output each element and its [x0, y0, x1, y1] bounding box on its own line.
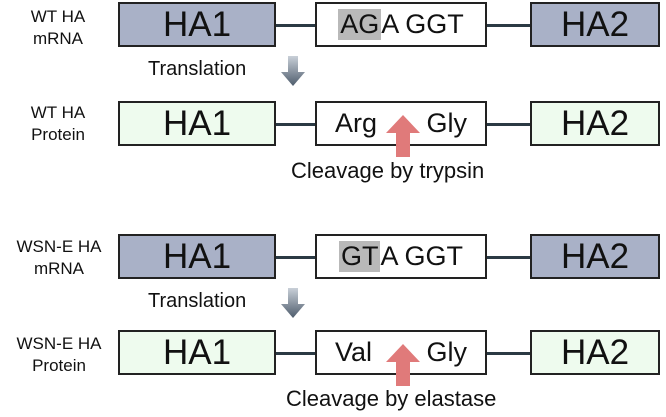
wsne-cleavage-caption: Cleavage by elastase — [286, 386, 497, 411]
wt-cleavage-arrow-icon — [386, 115, 420, 157]
wsne-protein-ha1-box: HA1 — [118, 330, 276, 375]
wt-mrna-ha2-box: HA2 — [530, 2, 660, 47]
wsne-mrna-ha2-box: HA2 — [530, 234, 660, 279]
wsne-codon-rest: A GGT — [380, 241, 464, 271]
wt-protein-ha1-box: HA1 — [118, 101, 276, 146]
wt-mrna-label-line1: WT HA — [30, 7, 86, 26]
wt-mrna-ha2-text: HA2 — [560, 4, 630, 44]
wt-translation-label: Translation — [148, 58, 247, 80]
wsne-translation-label: Translation — [148, 290, 247, 312]
wsne-protein-ha2-text: HA2 — [560, 332, 630, 372]
wsne-protein-label: WSN-E HA Protein — [0, 333, 118, 377]
wt-protein-label-line2: Protein — [31, 125, 85, 144]
wt-cleavage-caption: Cleavage by trypsin — [291, 158, 485, 183]
wt-mrna-ha1-text: HA1 — [162, 4, 232, 44]
wsne-protein-label-line1: WSN-E HA — [16, 334, 102, 353]
wt-protein-ha2-box: HA2 — [530, 101, 660, 146]
wsne-protein-label-line2: Protein — [32, 356, 86, 375]
wsne-protein-ha1-text: HA1 — [162, 332, 232, 372]
wt-translation-arrow-icon — [281, 56, 305, 86]
wt-protein-label: WT HA Protein — [8, 102, 108, 146]
wsne-mrna-label: WSN-E HA mRNA — [0, 236, 118, 280]
wsne-cleavage-arrow-icon — [386, 344, 420, 386]
wt-aa-left: Arg — [335, 108, 378, 138]
wt-codon-rest: A GGT — [381, 9, 464, 39]
wt-aa-right: Gly — [426, 108, 468, 138]
wsne-aa-left: Val — [335, 337, 373, 367]
wt-protein-ha2-text: HA2 — [560, 103, 630, 143]
wsne-aa-right: Gly — [426, 337, 468, 367]
wsne-protein-ha2-box: HA2 — [530, 330, 660, 375]
wsne-codon-highlight: GT — [338, 241, 381, 272]
wt-mrna-label-line2: mRNA — [32, 29, 84, 48]
wt-mrna-ha1-box: HA1 — [118, 2, 276, 47]
wsne-translation-arrow-icon — [281, 288, 305, 318]
wsne-mrna-ha2-text: HA2 — [560, 236, 630, 276]
wt-mrna-label: WT HA mRNA — [8, 6, 108, 50]
wsne-mrna-label-line1: WSN-E HA — [16, 237, 102, 256]
wsne-mrna-ha1-box: HA1 — [118, 234, 276, 279]
wt-protein-label-line1: WT HA — [30, 103, 86, 122]
wsne-mrna-label-line2: mRNA — [33, 259, 85, 278]
wsne-mrna-ha1-text: HA1 — [162, 236, 232, 276]
wt-protein-ha1-text: HA1 — [162, 103, 232, 143]
wt-codon-highlight: AG — [338, 9, 382, 40]
